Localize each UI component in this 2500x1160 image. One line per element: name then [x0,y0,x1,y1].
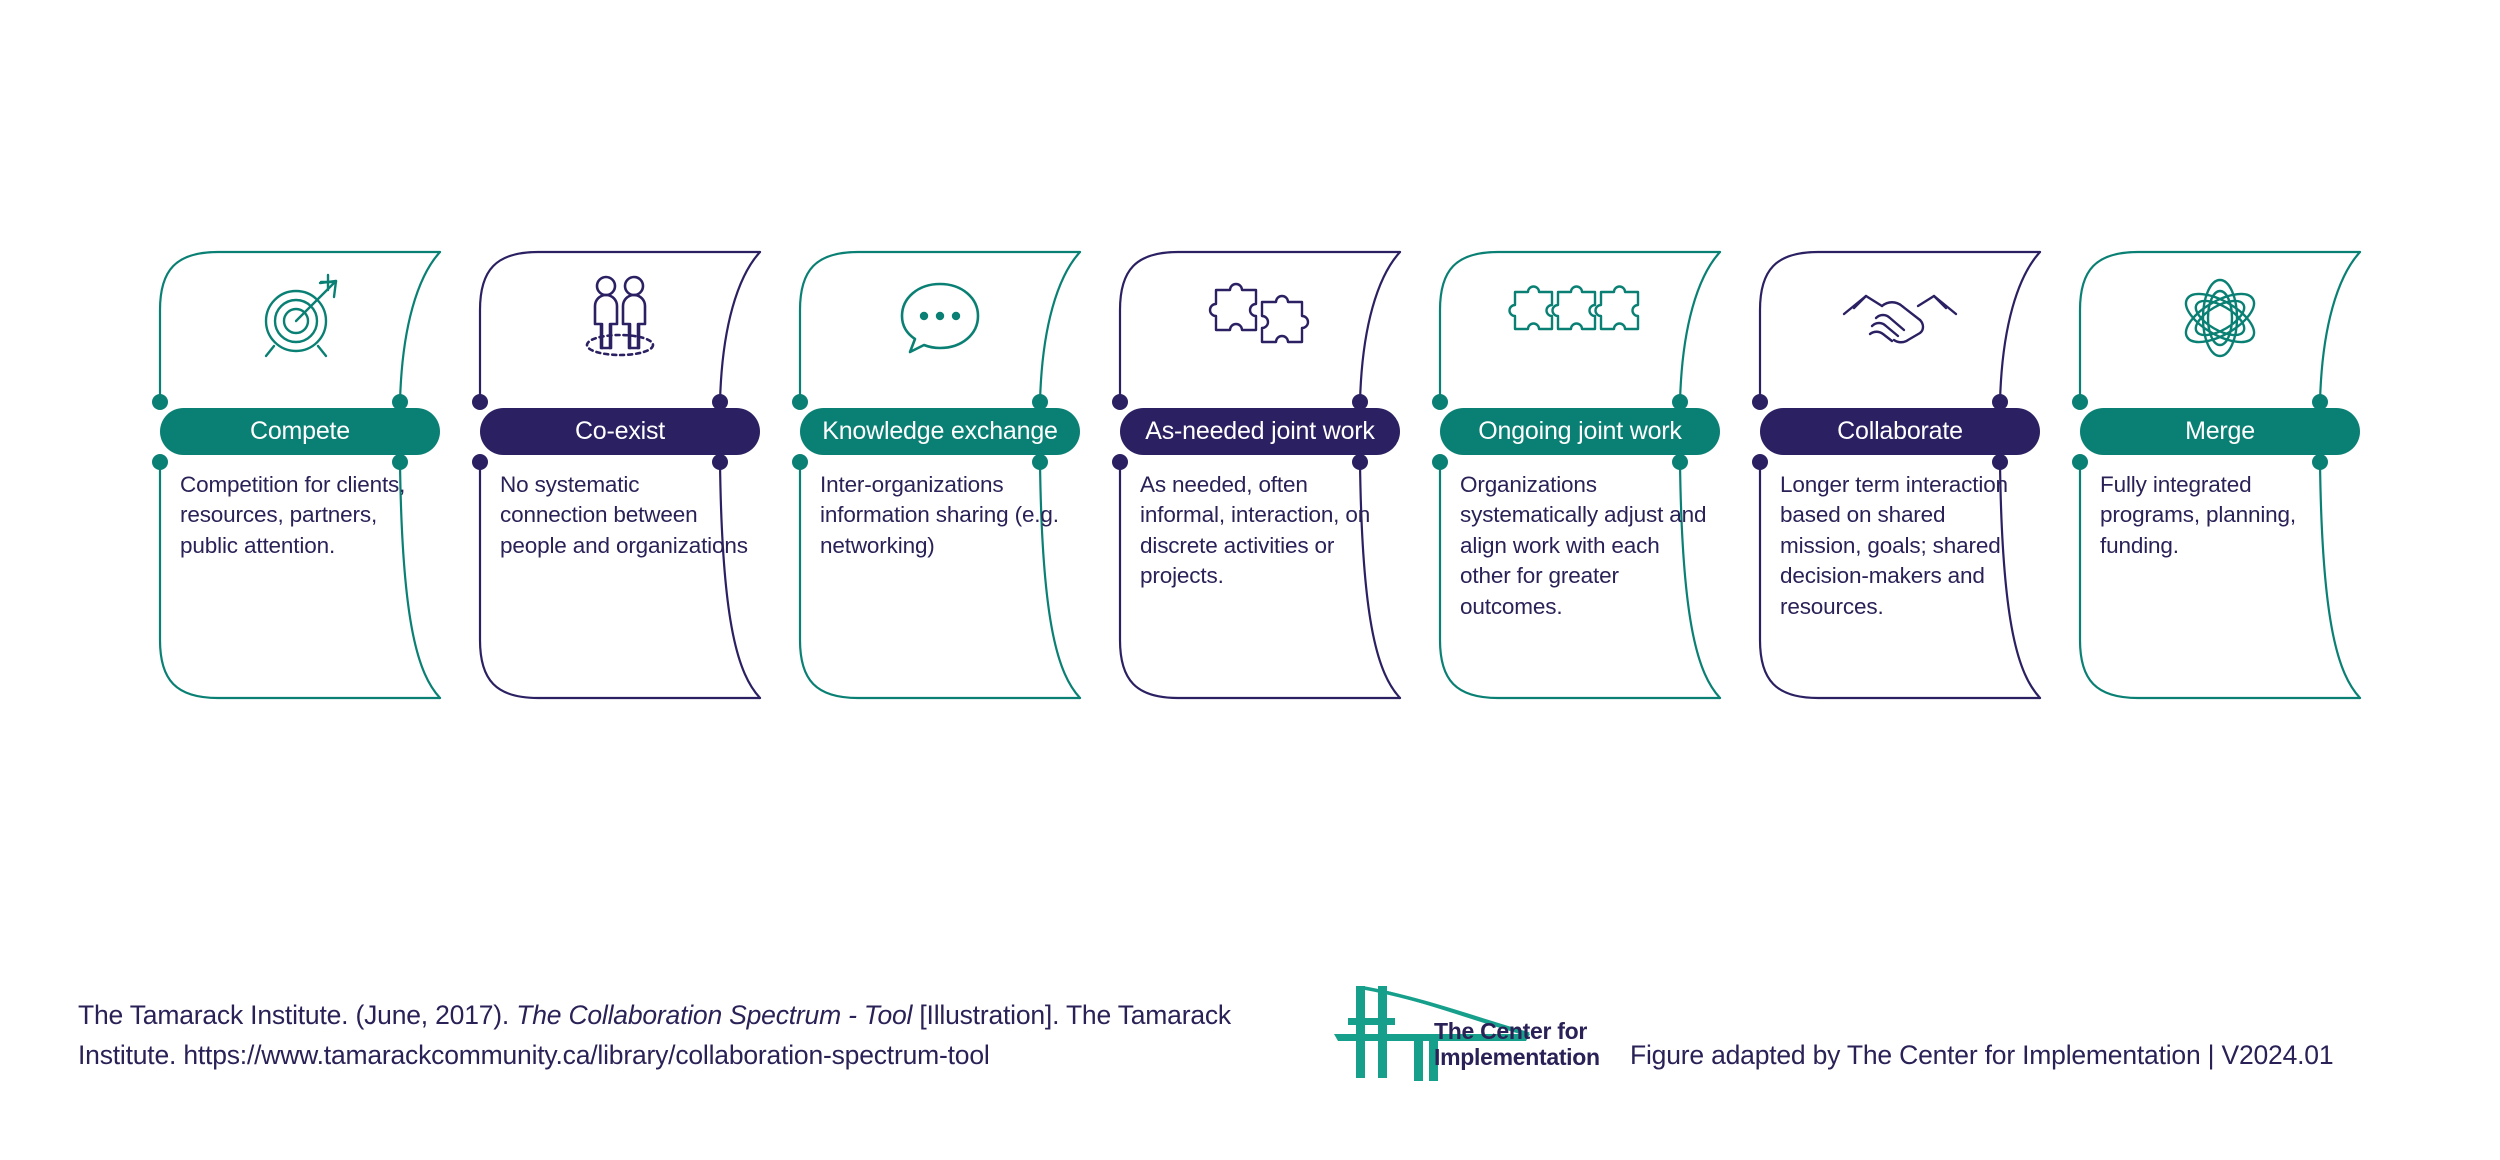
segment-description: Fully integrated programs, planning, fun… [2100,472,2297,558]
segment-label-pill[interactable]: As-needed joint work [1120,408,1400,455]
segment-label-pill[interactable]: Co-exist [480,408,760,455]
connector-dot-top-right [1672,394,1688,410]
atom-icon [2070,260,2370,375]
connector-dot-top-left [792,394,808,410]
connector-dot-bottom-left [1752,454,1768,470]
target-arrow-icon [150,260,450,375]
connector-dot-bottom-left [1112,454,1128,470]
segment-description: Inter-organizations information sharing … [820,472,1059,558]
segment-description: Organizations systematically adjust and … [1460,472,1707,619]
two-people-icon [470,260,770,375]
connector-dot-bottom-right [2312,454,2328,470]
connector-dot-top-right [1352,394,1368,410]
segment-bracket-outline [2070,250,2370,700]
segment-label: Collaborate [1837,417,1963,445]
segment-bracket-outline [1110,250,1410,700]
segment-bracket-outline [790,250,1090,700]
segment-label-pill[interactable]: Compete [160,408,440,455]
connector-dot-top-right [392,394,408,410]
segment-label-pill[interactable]: Merge [2080,408,2360,455]
segment-description: No systematic connection between people … [500,472,748,558]
segment-bracket-outline [1750,250,2050,700]
segment-label: Co-exist [574,417,666,445]
connector-dot-top-left [2072,394,2088,410]
collaboration-spectrum: Compete Competition for clients, resourc… [150,250,2370,700]
citation-part-1: The Tamarack Institute. (June, 2017). [78,1000,517,1030]
connector-dot-top-left [1432,394,1448,410]
connector-dot-bottom-right [392,454,408,470]
two-puzzle-pieces-icon [1110,260,1410,375]
spectrum-segment: Compete Competition for clients, resourc… [150,250,450,700]
segment-label: As-needed joint work [1145,417,1375,445]
logo-line-1: The Center for [1434,1018,1587,1044]
speech-bubble-icon [790,260,1090,375]
connector-dot-bottom-left [472,454,488,470]
citation-title: The Collaboration Spectrum - Tool [516,1000,913,1030]
segment-bracket-outline [1430,250,1730,700]
bridge-logo-icon [1330,978,1610,1083]
segment-description: Longer term interaction based on shared … [1780,472,2008,619]
connector-dot-bottom-left [792,454,808,470]
connector-dot-top-left [1752,394,1768,410]
spectrum-segment: Ongoing joint work Organizations systema… [1430,250,1730,700]
segment-description: As needed, often informal, interaction, … [1140,472,1371,589]
connector-dot-bottom-right [1672,454,1688,470]
connector-dot-bottom-right [1352,454,1368,470]
segment-label: Ongoing joint work [1478,417,1682,445]
connector-dot-bottom-left [2072,454,2088,470]
connector-dot-top-left [472,394,488,410]
spectrum-segment: Collaborate Longer term interaction base… [1750,250,2050,700]
citation-text: The Tamarack Institute. (June, 2017). Th… [78,995,1318,1076]
segment-label-pill[interactable]: Ongoing joint work [1440,408,1720,455]
connector-dot-bottom-right [1032,454,1048,470]
footer: The Tamarack Institute. (June, 2017). Th… [0,960,2500,1160]
connector-dot-bottom-right [1992,454,2008,470]
connector-dot-bottom-left [152,454,168,470]
segment-description: Competition for clients, resources, part… [180,472,406,558]
segment-bracket-outline [470,250,770,700]
connector-dot-top-right [2312,394,2328,410]
segment-label: Compete [249,417,351,445]
connector-dot-bottom-left [1432,454,1448,470]
adaptation-note: Figure adapted by The Center for Impleme… [1630,1040,2334,1070]
connector-dot-top-left [1112,394,1128,410]
segment-label: Knowledge exchange [822,417,1058,445]
segment-label: Merge [2185,417,2255,445]
spectrum-segment: As-needed joint work As needed, often in… [1110,250,1410,700]
logo-line-2: Implementation [1434,1044,1600,1071]
connector-dot-top-right [1032,394,1048,410]
spectrum-segment: Knowledge exchange Inter-organizations i… [790,250,1090,700]
segment-label-pill[interactable]: Collaborate [1760,408,2040,455]
handshake-icon [1750,260,2050,375]
connector-dot-top-right [1992,394,2008,410]
spectrum-segment: Co-exist No systematic connection betwee… [470,250,770,700]
connector-dot-bottom-right [712,454,728,470]
connector-dot-top-left [152,394,168,410]
logo-wordmark: The Center for Implementation [1434,1018,1600,1070]
three-puzzle-pieces-icon [1430,260,1730,375]
spectrum-segment: Merge Fully integrated programs, plannin… [2070,250,2370,700]
segment-bracket-outline [150,250,450,700]
segment-label-pill[interactable]: Knowledge exchange [800,408,1080,455]
citation-part-2: [Illustration]. The Tamarack Institute. … [78,1000,1231,1071]
connector-dot-top-right [712,394,728,410]
